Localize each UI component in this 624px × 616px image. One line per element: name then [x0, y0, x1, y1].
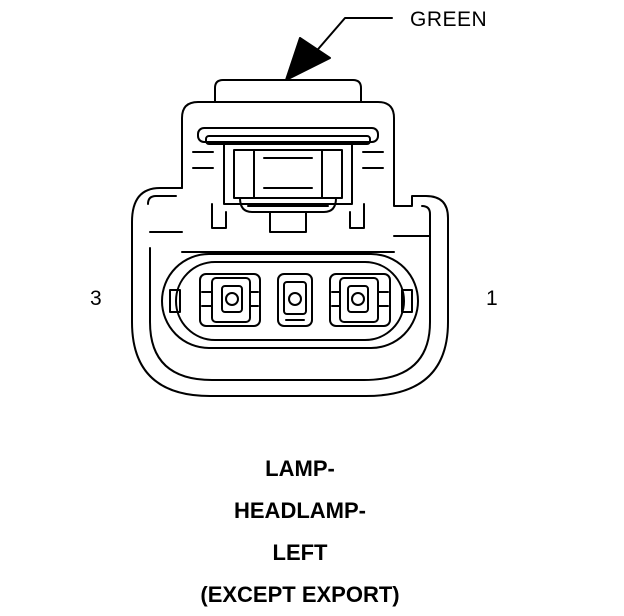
caption-line-2: HEADLAMP- — [234, 498, 366, 523]
terminal-cavity-1 — [329, 273, 391, 327]
connector-caption: LAMP- HEADLAMP- LEFT (EXCEPT EXPORT) — [0, 448, 600, 616]
caption-line-1: LAMP- — [265, 456, 335, 481]
wire-color-label: GREEN — [410, 8, 488, 31]
pin-number-1-label: 1 — [486, 287, 498, 310]
connector-shell — [131, 187, 449, 397]
connector-latch — [181, 79, 395, 233]
caption-line-3: LEFT — [272, 540, 328, 565]
pin-number-3-label: 3 — [90, 287, 102, 310]
terminal-cavity-2 — [277, 273, 313, 327]
callout-leader — [285, 17, 393, 81]
connector-diagram — [131, 17, 449, 397]
connector-face — [161, 251, 419, 349]
terminal-cavity-3 — [199, 273, 261, 327]
caption-line-4: (EXCEPT EXPORT) — [200, 582, 400, 607]
